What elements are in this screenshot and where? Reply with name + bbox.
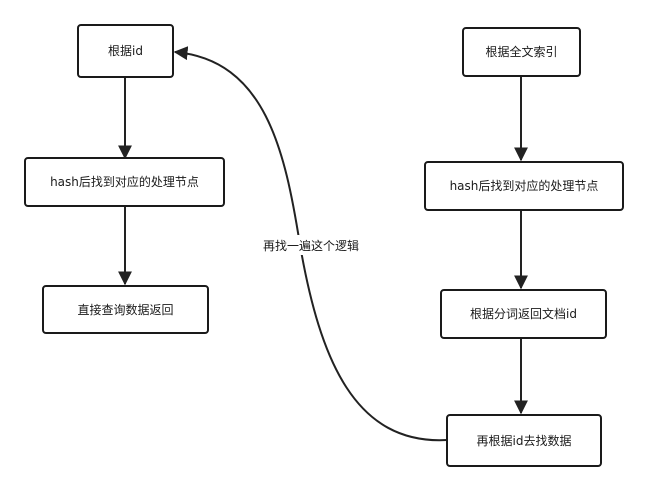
node-by-id[interactable]: 根据id xyxy=(77,24,174,78)
node-tokenize-return[interactable]: 根据分词返回文档id xyxy=(440,289,607,339)
node-query-return-label: 直接查询数据返回 xyxy=(77,302,173,317)
node-hash-left[interactable]: hash后找到对应的处理节点 xyxy=(24,157,225,207)
edge-label-repeat: 再找一遍这个逻辑 xyxy=(263,238,359,253)
node-lookup-by-id-label: 再根据id去找数据 xyxy=(477,433,572,448)
node-lookup-by-id[interactable]: 再根据id去找数据 xyxy=(446,414,602,467)
node-fulltext-index-label: 根据全文索引 xyxy=(485,44,557,59)
node-fulltext-index[interactable]: 根据全文索引 xyxy=(462,27,581,77)
node-hash-left-label: hash后找到对应的处理节点 xyxy=(50,174,199,189)
node-by-id-label: 根据id xyxy=(108,44,143,58)
edge-label-background xyxy=(252,235,370,255)
node-query-return[interactable]: 直接查询数据返回 xyxy=(42,285,209,334)
node-tokenize-return-label: 根据分词返回文档id xyxy=(470,306,577,321)
node-hash-right-label: hash后找到对应的处理节点 xyxy=(450,178,599,193)
node-hash-right[interactable]: hash后找到对应的处理节点 xyxy=(424,161,624,211)
